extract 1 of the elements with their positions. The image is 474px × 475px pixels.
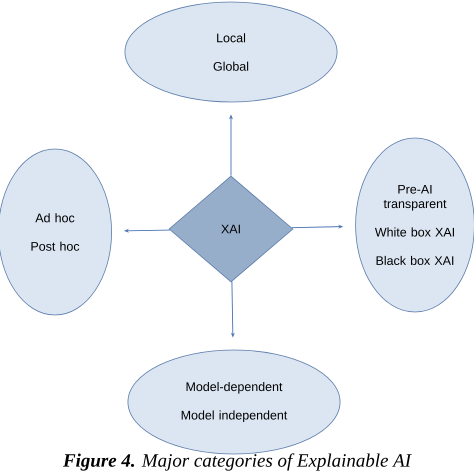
caption: Figure 4. Major categories of Explainable AI xyxy=(62,453,412,471)
